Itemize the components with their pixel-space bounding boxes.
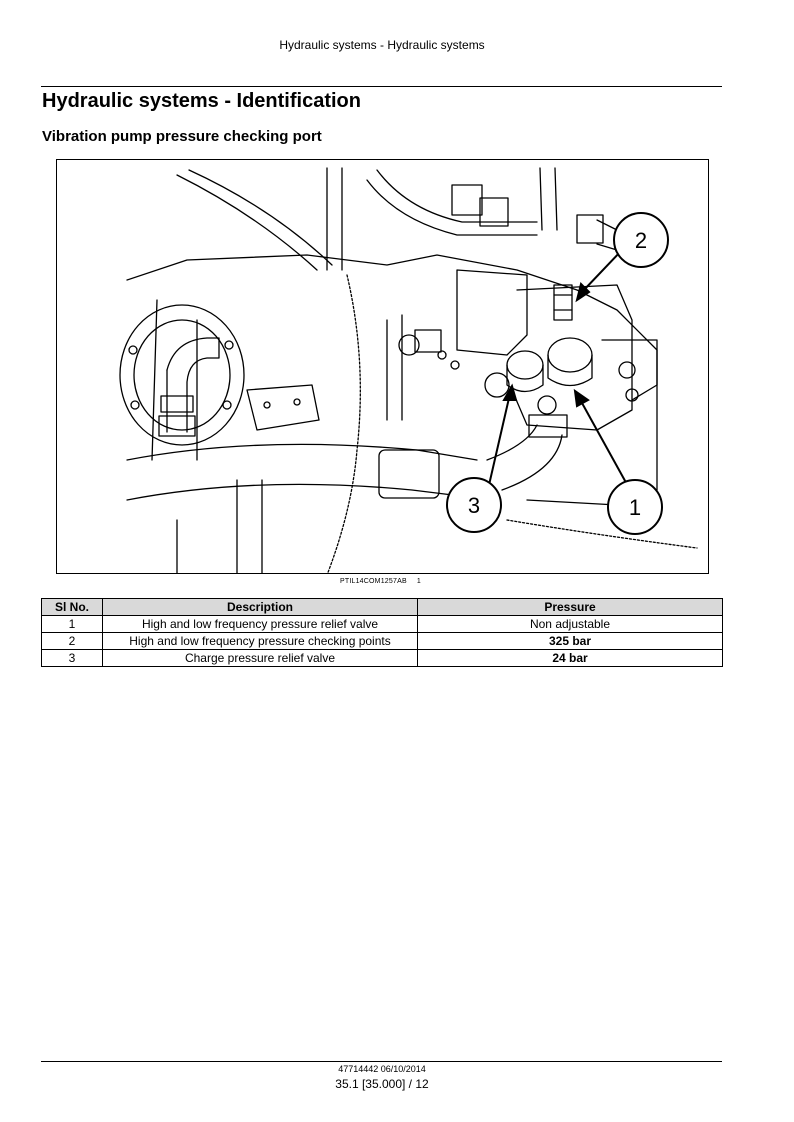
row-description: High and low frequency pressure relief v… bbox=[102, 615, 418, 633]
row-description: Charge pressure relief valve bbox=[102, 649, 418, 667]
parts-table: Sl No. Description Pressure 1 High and l… bbox=[41, 598, 723, 667]
header-pressure: Pressure bbox=[417, 598, 723, 616]
callout-2-label: 2 bbox=[635, 228, 647, 253]
row-pressure: 325 bar bbox=[417, 632, 723, 650]
callout-2-circle bbox=[613, 212, 669, 268]
footer-page-reference: 35.1 [35.000] / 12 bbox=[335, 1077, 429, 1091]
running-header: Hydraulic systems - Hydraulic systems bbox=[279, 38, 485, 52]
row-sl-no: 3 bbox=[41, 649, 103, 667]
callout-1-label: 1 bbox=[629, 495, 641, 520]
row-pressure: 24 bar bbox=[417, 649, 723, 667]
footer-divider bbox=[41, 1061, 722, 1062]
callout-3-label: 3 bbox=[468, 493, 480, 518]
row-pressure: Non adjustable bbox=[417, 615, 723, 633]
row-sl-no: 2 bbox=[41, 632, 103, 650]
footer-document-reference: 47714442 06/10/2014 bbox=[338, 1064, 426, 1074]
section-title: Vibration pump pressure checking port bbox=[42, 128, 322, 145]
table-row: 1 High and low frequency pressure relief… bbox=[41, 615, 723, 633]
figure-number: 1 bbox=[416, 578, 421, 585]
table-header-row: Sl No. Description Pressure bbox=[41, 598, 723, 616]
row-sl-no: 1 bbox=[41, 615, 103, 633]
table-row: 2 High and low frequency pressure checki… bbox=[41, 632, 723, 650]
table-row: 3 Charge pressure relief valve 24 bar bbox=[41, 649, 723, 667]
page-title: Hydraulic systems - Identification bbox=[42, 90, 361, 112]
row-description: High and low frequency pressure checking… bbox=[102, 632, 418, 650]
figure-caption: PTIL14COM1257AB 1 bbox=[340, 578, 421, 585]
header-description: Description bbox=[102, 598, 418, 616]
header-divider bbox=[41, 86, 722, 87]
figure-code: PTIL14COM1257AB bbox=[340, 578, 407, 585]
pump-illustration: 2 3 1 bbox=[56, 159, 709, 574]
callout-3-circle bbox=[446, 477, 502, 533]
callout-1-circle bbox=[607, 479, 663, 535]
pump-line-drawing: 2 3 1 bbox=[119, 167, 698, 573]
header-sl-no: Sl No. bbox=[41, 598, 103, 616]
